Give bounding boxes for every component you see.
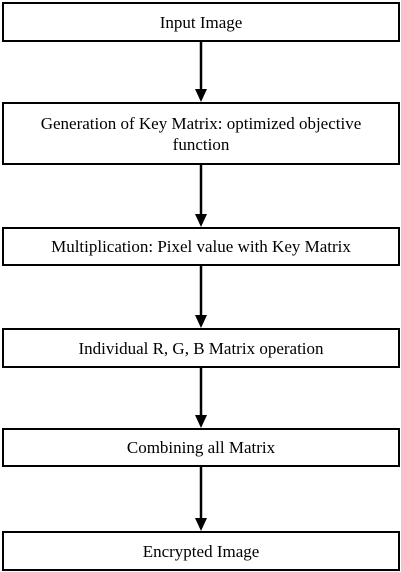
arrow-3 [195, 266, 207, 328]
step-label: Input Image [159, 12, 243, 32]
step-multiplication: Multiplication: Pixel value with Key Mat… [2, 227, 400, 266]
arrow-1 [195, 42, 207, 102]
step-combining-matrix: Combining all Matrix [2, 428, 400, 467]
step-encrypted-image: Encrypted Image [2, 531, 400, 571]
step-label: Multiplication: Pixel value with Key Mat… [51, 237, 351, 256]
step-label: Combining all Matrix [126, 438, 276, 457]
arrow-2 [195, 165, 207, 227]
arrow-5 [195, 467, 207, 531]
step-label: Generation of Key Matrix: optimized obje… [40, 113, 362, 154]
step-label: Individual R, G, B Matrix operation [78, 338, 324, 358]
step-key-matrix-generation: Generation of Key Matrix: optimized obje… [2, 102, 400, 165]
step-input-image: Input Image [2, 2, 400, 42]
arrow-4 [195, 368, 207, 428]
step-rgb-matrix-operation: Individual R, G, B Matrix operation [2, 328, 400, 368]
step-label: Encrypted Image [142, 541, 260, 561]
